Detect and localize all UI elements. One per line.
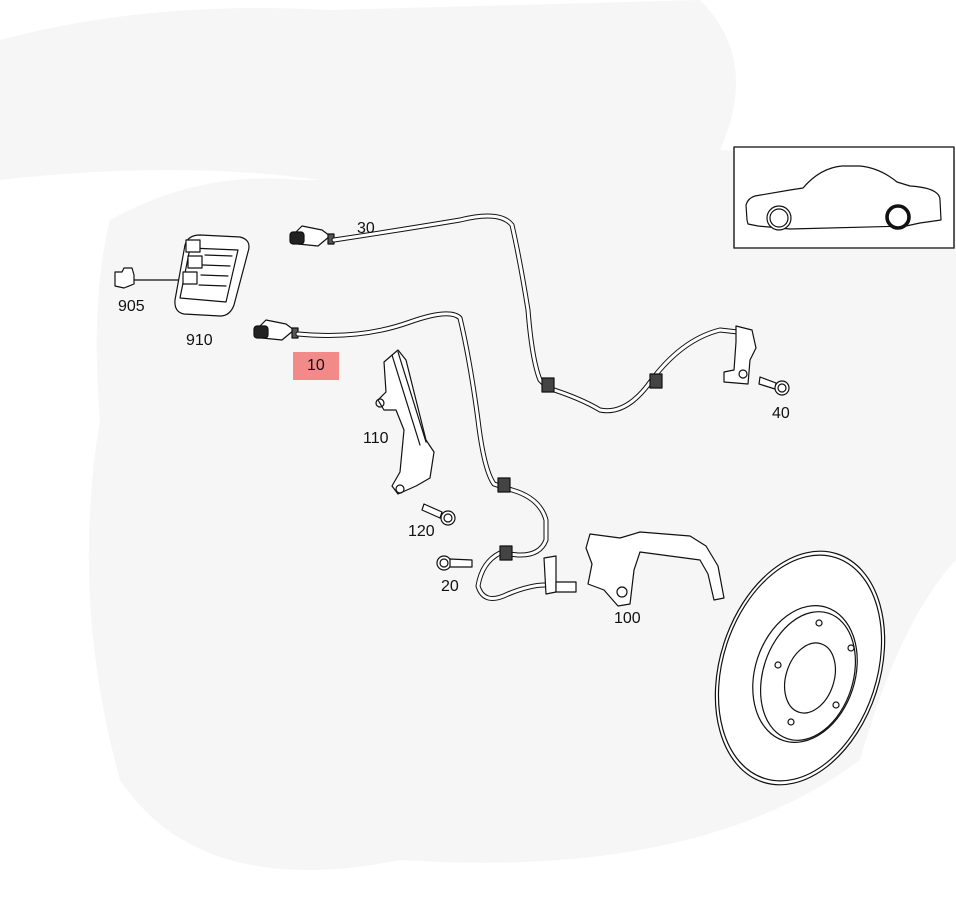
label-120[interactable]: 120: [408, 523, 435, 540]
label-905[interactable]: 905: [118, 298, 145, 315]
front-wheel-icon: [766, 205, 792, 231]
part-110-bracket[interactable]: [375, 349, 435, 495]
label-20[interactable]: 20: [441, 578, 459, 595]
part-120-bolt[interactable]: [421, 503, 456, 526]
part-910-connector-housing[interactable]: [174, 234, 250, 317]
label-100[interactable]: 100: [614, 610, 641, 627]
part-905-plug[interactable]: [114, 267, 184, 289]
vehicle-locator: [733, 146, 955, 249]
part-20-bolt[interactable]: [436, 555, 473, 571]
rear-wheel-highlighted-icon: [885, 204, 911, 230]
label-910[interactable]: 910: [186, 332, 213, 349]
part-30-sensor-cable[interactable]: [289, 213, 757, 414]
label-10-selected[interactable]: 10: [293, 352, 339, 380]
brake-disc[interactable]: [687, 529, 913, 807]
part-10-sensor-cable[interactable]: [253, 311, 577, 601]
part-100-cover-plate[interactable]: [585, 531, 725, 607]
label-30[interactable]: 30: [357, 220, 375, 237]
part-40-bolt[interactable]: [758, 376, 790, 396]
label-110[interactable]: 110: [363, 430, 389, 447]
label-40[interactable]: 40: [772, 405, 790, 422]
